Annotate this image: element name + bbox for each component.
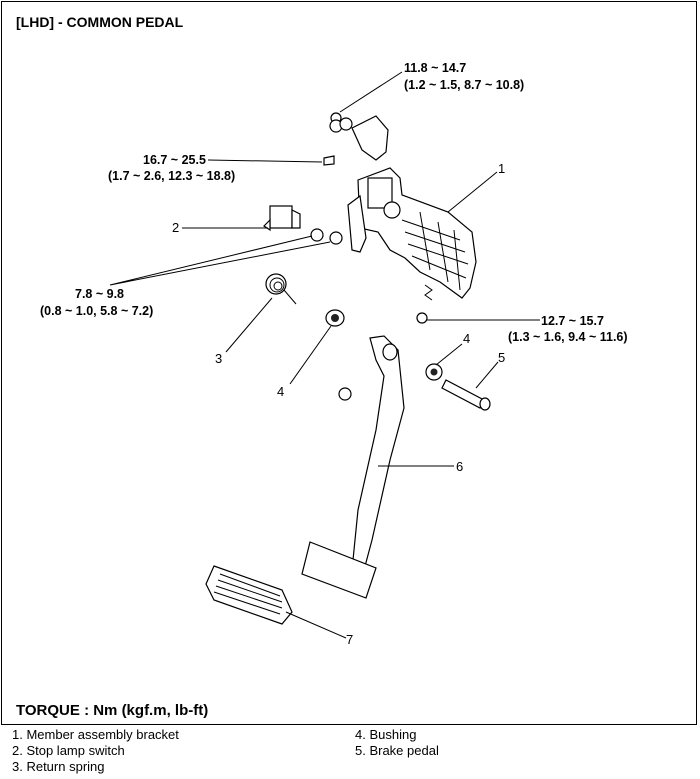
- callout-1: 1: [498, 161, 505, 176]
- torque-spec-4-value: 12.7 ~ 15.7: [541, 314, 604, 328]
- callout-7: 7: [346, 632, 353, 647]
- torque-spec-2-value: 16.7 ~ 25.5: [143, 153, 206, 167]
- pedal-collar: [338, 387, 352, 401]
- torque-spec-3-detail: (0.8 ~ 1.0, 5.8 ~ 7.2): [40, 304, 153, 318]
- legend-item: 4. Bushing: [355, 727, 417, 742]
- legend-right: 4. Bushing 5. Brake pedal: [355, 727, 439, 759]
- bushing-right: [425, 363, 443, 381]
- torque-unit-label: TORQUE : Nm (kgf.m, lb-ft): [16, 702, 209, 719]
- stop-lamp-switch: [263, 205, 343, 245]
- legend-left: 1. Member assembly bracket 2. Stop lamp …: [12, 727, 179, 775]
- leader-callout-3: [225, 297, 273, 353]
- leader-torque-3: [109, 235, 331, 286]
- torque-spec-2-detail: (1.7 ~ 2.6, 12.3 ~ 18.8): [108, 169, 235, 183]
- diagram-frame: [1, 1, 697, 725]
- callout-4-left: 4: [277, 384, 284, 399]
- callout-6: 6: [456, 459, 463, 474]
- leader-callout-7: [285, 611, 347, 639]
- legend-item: 3. Return spring: [12, 759, 105, 774]
- leader-callout-1: [447, 171, 498, 213]
- bracket-nut: [416, 312, 428, 324]
- torque-spec-3-value: 7.8 ~ 9.8: [75, 287, 124, 301]
- callout-2: 2: [172, 220, 179, 235]
- callout-3: 3: [215, 351, 222, 366]
- callout-4-right: 4: [463, 331, 470, 346]
- leader-callout-5: [475, 361, 499, 389]
- pedal-pin: [441, 379, 491, 411]
- pedal-pad: [205, 565, 293, 625]
- leader-torque-1: [339, 71, 403, 113]
- bushing-left: [325, 309, 345, 327]
- legend-item: 1. Member assembly bracket: [12, 727, 179, 742]
- diagram-title: [LHD] - COMMON PEDAL: [16, 14, 184, 30]
- return-spring: [265, 273, 297, 305]
- leader-torque-2: [207, 159, 323, 163]
- brake-pedal-arm: [301, 335, 405, 599]
- torque-spec-4-detail: (1.3 ~ 1.6, 9.4 ~ 11.6): [508, 330, 628, 344]
- legend-item: 2. Stop lamp switch: [12, 743, 125, 758]
- torque-spec-1-value: 11.8 ~ 14.7: [404, 61, 466, 75]
- member-assembly-bracket: [347, 167, 477, 301]
- legend-item: 5. Brake pedal: [355, 743, 439, 758]
- upper-stopper-bracket: [323, 112, 389, 166]
- leader-callout-4a: [289, 325, 332, 385]
- callout-5: 5: [498, 350, 505, 365]
- pedal-exploded-diagram: 11.8 ~ 14.7 (1.2 ~ 1.5, 8.7 ~ 10.8) 16.7…: [40, 61, 628, 647]
- leader-callout-4b: [435, 343, 463, 366]
- torque-spec-1-detail: (1.2 ~ 1.5, 8.7 ~ 10.8): [404, 78, 524, 92]
